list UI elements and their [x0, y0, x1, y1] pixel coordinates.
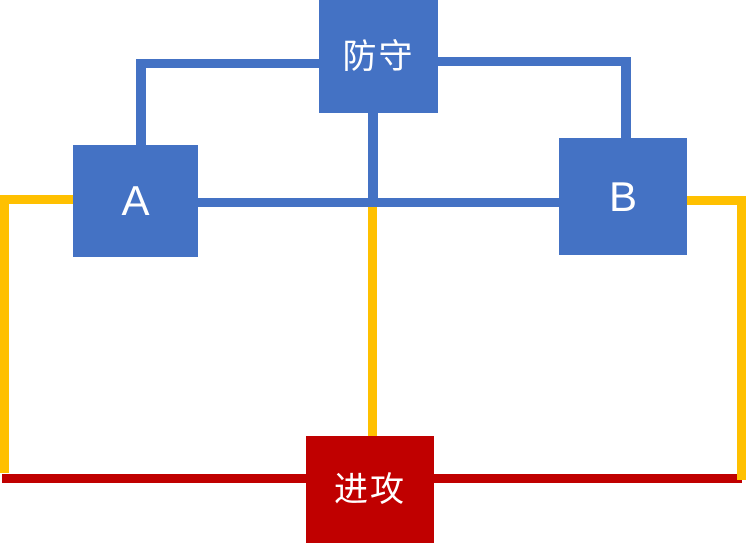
attack-left-loop-horizontal-line	[2, 195, 73, 204]
node-attack: 进攻	[306, 436, 434, 543]
defense-b-connector-vertical	[621, 57, 631, 138]
attack-right-loop-horizontal-line	[687, 196, 746, 205]
node-defense-label: 防守	[342, 37, 415, 76]
node-attack-label: 进攻	[334, 470, 406, 509]
defense-b-connector-horizontal	[438, 57, 631, 66]
node-b: B	[559, 138, 687, 255]
defense-a-connector-horizontal	[136, 59, 319, 68]
attack-left-loop-vertical-line	[0, 195, 9, 473]
node-b-label: B	[608, 172, 637, 220]
attack-center-vertical-line	[368, 207, 377, 436]
defense-a-connector-vertical	[136, 59, 146, 145]
attack-right-loop-vertical-line	[737, 196, 746, 480]
a-b-crossbar-line	[190, 198, 559, 207]
node-a-label: A	[121, 177, 150, 224]
defense-center-connector-vertical	[368, 113, 378, 203]
node-defense: 防守	[319, 0, 438, 113]
node-a: A	[73, 145, 198, 257]
